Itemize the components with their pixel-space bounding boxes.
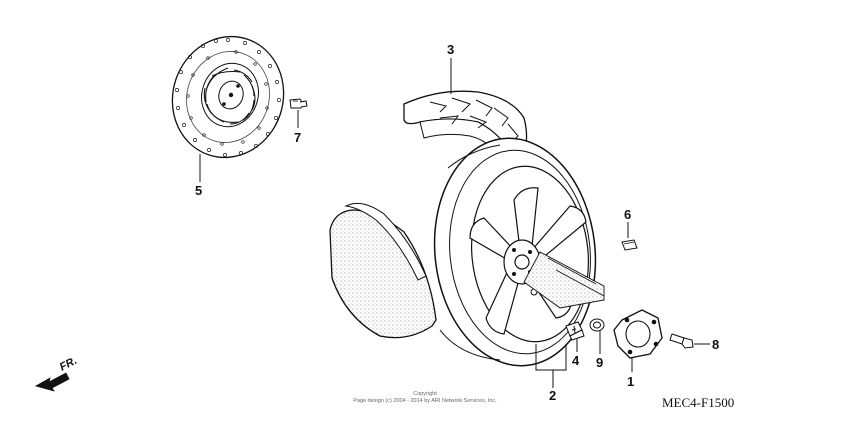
tire-lower-section <box>329 202 437 339</box>
copyright-line-1: Copyright <box>413 391 437 397</box>
disc-drill-holes <box>175 38 281 157</box>
callout-6[interactable]: 6 <box>624 207 631 222</box>
copyright-line-2: Page design (c) 2004 - 2014 by ARI Netwo… <box>353 398 497 404</box>
flange-bolt <box>669 333 694 349</box>
front-direction-arrow: FR. <box>34 355 79 392</box>
diagram-code: MEC4-F1500 <box>662 395 734 410</box>
callout-4[interactable]: 4 <box>572 353 580 368</box>
leader-lines <box>199 58 710 388</box>
callout-2[interactable]: 2 <box>549 388 556 403</box>
callout-1[interactable]: 1 <box>627 374 634 389</box>
disc-bolt <box>289 98 308 109</box>
hub-flange <box>613 309 663 359</box>
disc-carrier-vanes <box>203 67 256 125</box>
tire-valve <box>565 321 585 341</box>
hub-assembly-outline <box>523 251 605 309</box>
part-callouts: 3 5 7 6 8 4 9 1 2 <box>195 42 719 403</box>
callout-5[interactable]: 5 <box>195 183 202 198</box>
callout-3[interactable]: 3 <box>447 42 454 57</box>
direction-label: FR. <box>58 355 79 374</box>
balance-weight <box>621 239 638 251</box>
callout-9[interactable]: 9 <box>596 355 603 370</box>
brake-disc <box>171 35 285 159</box>
valve-cap <box>589 318 605 332</box>
callout-7[interactable]: 7 <box>294 130 301 145</box>
callout-8[interactable]: 8 <box>712 337 719 352</box>
